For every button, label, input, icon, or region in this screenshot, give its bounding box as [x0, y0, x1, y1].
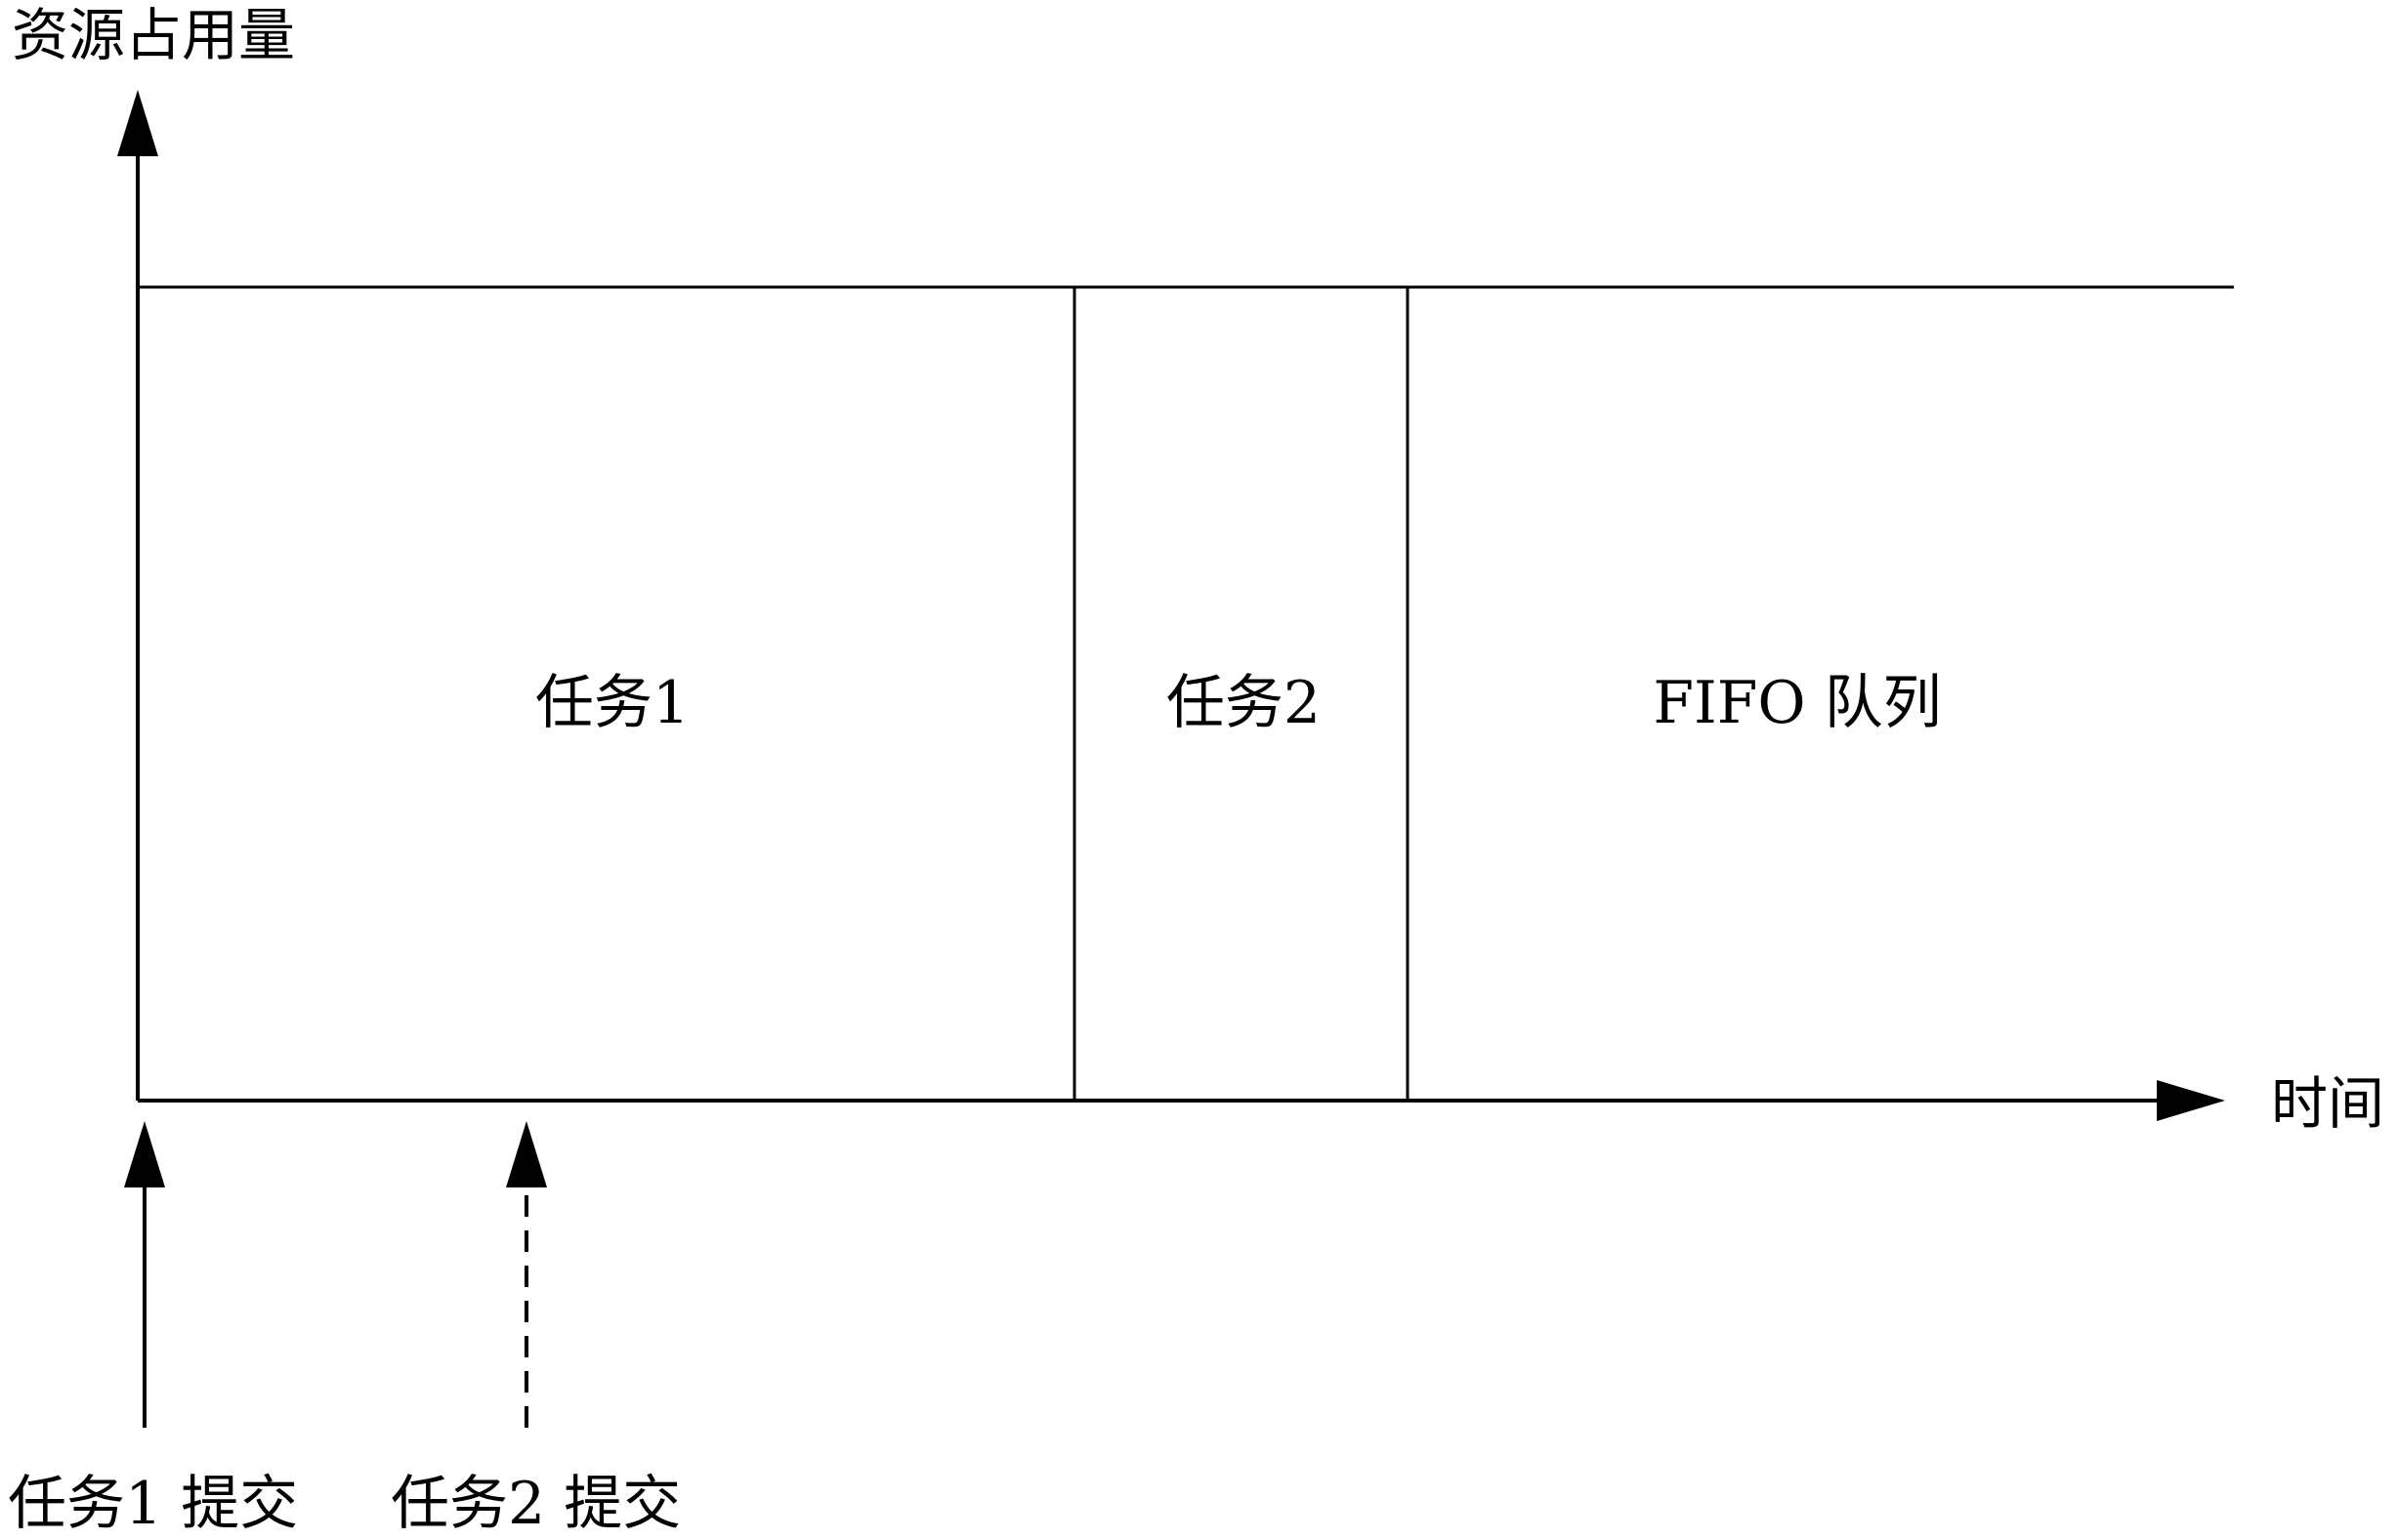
event-task2-arrowhead: [506, 1121, 547, 1187]
event-task1-arrowhead: [124, 1121, 165, 1187]
event-task2-submit: 任务2 提交: [391, 1121, 681, 1538]
x-axis: 时间: [138, 1070, 2384, 1137]
y-axis-arrowhead: [117, 90, 158, 156]
event-task2-label: 任务2 提交: [391, 1470, 681, 1538]
event-task1-label: 任务1 提交: [8, 1470, 298, 1538]
y-axis: 资源占用量: [12, 2, 295, 1101]
block-label-task2: 任务2: [1166, 669, 1321, 737]
block-label-task1: 任务1: [535, 669, 690, 737]
x-axis-arrowhead: [2157, 1080, 2225, 1121]
x-axis-label: 时间: [2271, 1070, 2384, 1137]
event-task1-submit: 任务1 提交: [8, 1121, 298, 1538]
y-axis-label: 资源占用量: [12, 2, 295, 68]
block-label-fifo: FIFO 队列: [1653, 669, 1941, 737]
